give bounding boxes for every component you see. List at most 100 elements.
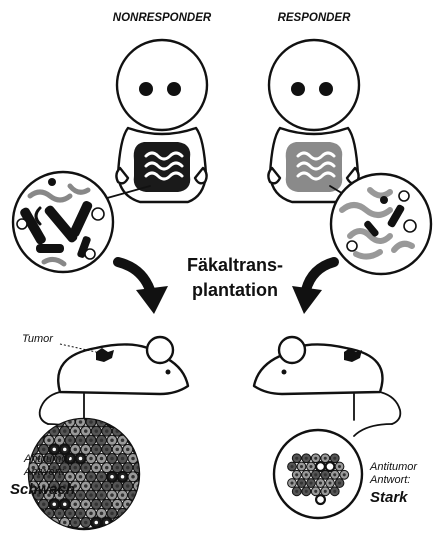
cell-nucleus (305, 490, 308, 493)
cell-nucleus (333, 457, 336, 460)
cell-nucleus (121, 457, 125, 461)
cell-nucleus (58, 512, 62, 516)
cell-nucleus (42, 521, 46, 525)
tumor-cell (128, 508, 138, 518)
cell-nucleus (63, 429, 67, 433)
cell-nucleus (324, 457, 327, 460)
cell-nucleus (137, 521, 141, 525)
cell-nucleus (84, 502, 88, 506)
responder-person (268, 40, 359, 202)
cell-nucleus (95, 429, 99, 433)
cell-nucleus (89, 457, 93, 461)
cell-nucleus (26, 512, 30, 516)
cell-nucleus (37, 512, 41, 516)
cell-nucleus (95, 521, 99, 525)
cell-nucleus (300, 465, 303, 468)
cell-nucleus (105, 484, 109, 488)
cell-nucleus (295, 457, 298, 460)
responder-mouse (254, 337, 400, 436)
cell-nucleus (116, 466, 120, 470)
cell-nucleus (32, 502, 36, 506)
cell-nucleus (74, 466, 78, 470)
nonresponder-mouse (40, 337, 188, 436)
cell-nucleus (309, 465, 312, 468)
cell-nucleus (58, 439, 62, 443)
cell-nucleus (110, 475, 114, 479)
cell-nucleus (110, 439, 114, 443)
cell-nucleus (84, 521, 88, 525)
cell-nucleus (74, 521, 78, 525)
cell-nucleus (319, 482, 322, 485)
cell-nucleus (26, 439, 30, 443)
cell-nucleus (290, 465, 293, 468)
cell-nucleus (79, 475, 83, 479)
cell-nucleus (95, 466, 99, 470)
cell-nucleus (105, 502, 109, 506)
tumor-cell (23, 508, 33, 518)
cell-nucleus (89, 512, 93, 516)
cell-nucleus (343, 473, 346, 476)
cell-nucleus (89, 439, 93, 443)
cell-nucleus (63, 502, 67, 506)
cell-nucleus (309, 482, 312, 485)
cell-nucleus (131, 512, 135, 516)
tumor-cell (23, 435, 33, 445)
cell-nucleus (126, 502, 130, 506)
tumor-cell (128, 417, 138, 427)
cell-nucleus (105, 466, 109, 470)
cell-nucleus (100, 493, 104, 497)
cell-nucleus (42, 429, 46, 433)
cell-nucleus (79, 493, 83, 497)
cell-nucleus (333, 490, 336, 493)
cell-nucleus (84, 484, 88, 488)
cell-nucleus (95, 448, 99, 452)
cell-nucleus (116, 521, 120, 525)
nonresponder-label: NONRESPONDER (113, 12, 212, 24)
left-response-result: Schwach (10, 481, 75, 498)
cell-nucleus (42, 448, 46, 452)
cell-nucleus (42, 502, 46, 506)
tumor-cell (28, 426, 38, 436)
tumor-cell (23, 417, 33, 427)
cell-nucleus (100, 457, 104, 461)
cell-nucleus (126, 484, 130, 488)
cell-nucleus (314, 457, 317, 460)
cell-nucleus (53, 429, 57, 433)
cell-nucleus (338, 465, 341, 468)
tumor-cell (118, 417, 128, 427)
cell-nucleus (53, 448, 57, 452)
responder-label: RESPONDER (278, 12, 352, 24)
transplant-label-line2: plantation (192, 280, 278, 300)
cell-nucleus (121, 439, 125, 443)
cell-nucleus (126, 521, 130, 525)
cell-nucleus (137, 429, 141, 433)
cell-nucleus (95, 502, 99, 506)
cell-nucleus (131, 420, 135, 424)
tumor-cell (123, 426, 133, 436)
cell-nucleus (314, 473, 317, 476)
cell-nucleus (105, 448, 109, 452)
tumor-label: Tumor (22, 333, 54, 345)
cell-nucleus (324, 473, 327, 476)
cell-nucleus (89, 493, 93, 497)
cell-nucleus (295, 490, 298, 493)
tumor-cell (28, 517, 38, 527)
cell-nucleus (305, 473, 308, 476)
cell-nucleus (26, 420, 30, 424)
cell-nucleus (121, 420, 125, 424)
right-curved-arrow (292, 262, 334, 314)
cell-nucleus (74, 448, 78, 452)
nonresponder-person (100, 40, 207, 202)
cell-nucleus (131, 493, 135, 497)
cell-nucleus (131, 475, 135, 479)
cell-nucleus (126, 429, 130, 433)
cell-nucleus (79, 439, 83, 443)
cell-nucleus (32, 429, 36, 433)
cell-nucleus (116, 448, 120, 452)
cell-nucleus (121, 475, 125, 479)
cell-nucleus (116, 502, 120, 506)
cell-nucleus (305, 457, 308, 460)
cell-nucleus (126, 466, 130, 470)
cell-nucleus (68, 512, 72, 516)
